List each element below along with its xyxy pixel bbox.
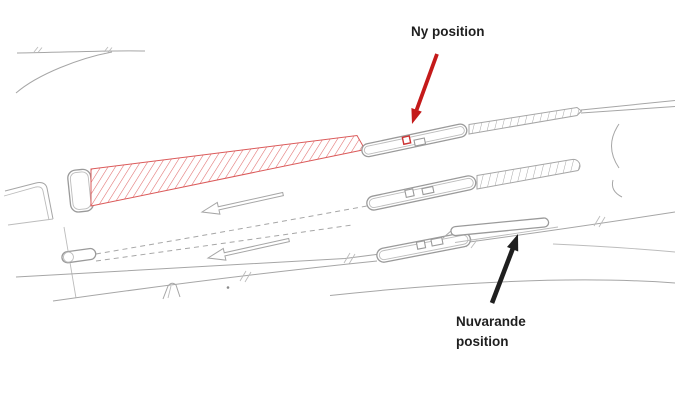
label-nuvarande-position: Nuvarande position (456, 314, 526, 349)
black-arrow-icon (489, 234, 519, 304)
top-left-road-edges (15, 46, 146, 94)
platform-middle (366, 158, 581, 211)
left-curb-corner (3, 182, 77, 299)
platform-middle-hatched-tail (476, 158, 581, 190)
road-edges-lower (15, 211, 675, 302)
label-ny-position: Ny position (411, 24, 485, 39)
lane-dashed-lines (95, 205, 368, 262)
platform-bottom (376, 217, 559, 263)
red-square-marker (401, 135, 412, 146)
right-arcs (611, 123, 623, 198)
red-hatched-area (90, 134, 366, 207)
roadway-arrow-1 (200, 191, 284, 215)
current-position-outline (450, 217, 550, 237)
red-arrow-icon (411, 53, 439, 124)
refuge-island (67, 168, 95, 213)
lower-island (61, 247, 97, 264)
platform-top (361, 100, 675, 158)
platform-top-hatched-tail (468, 106, 583, 135)
roadway-arrow-2 (206, 237, 290, 261)
